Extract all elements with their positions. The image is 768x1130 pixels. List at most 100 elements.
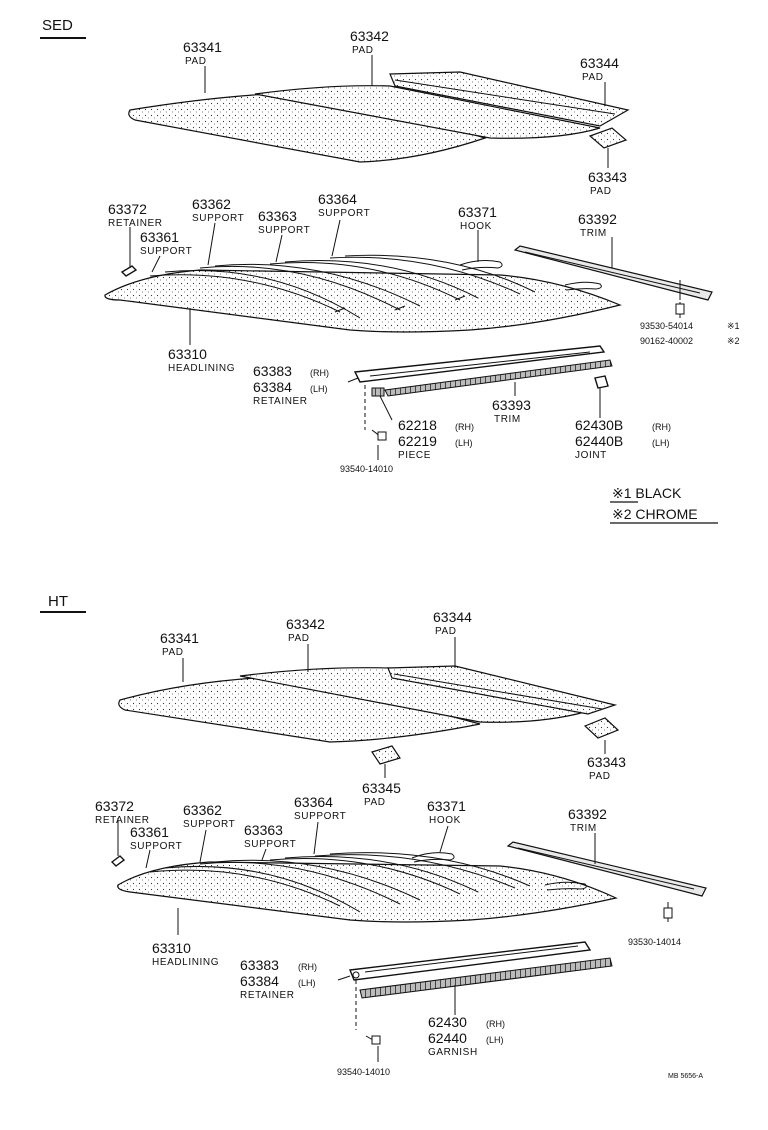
label-63372-name: RETAINER bbox=[108, 218, 163, 229]
pad-63343-drawing bbox=[588, 127, 628, 149]
label-63364: 63364 bbox=[318, 191, 357, 207]
label-62440B-side: (LH) bbox=[652, 438, 670, 448]
garnish-62430-ht-drawing bbox=[359, 957, 613, 999]
label-63342-name: PAD bbox=[352, 45, 374, 56]
label-63384-ht: 63384 bbox=[240, 973, 279, 989]
label-63372: 63372 bbox=[108, 201, 147, 217]
label-63341: 63341 bbox=[183, 39, 222, 55]
pad-63344-ht-drawing bbox=[387, 665, 618, 715]
label-63363-ht: 63363 bbox=[244, 822, 283, 838]
section-ht: HT 63341 PAD 63342 PAD 63344 PAD 63343 P… bbox=[40, 593, 707, 1077]
label-63310: 63310 bbox=[168, 346, 207, 362]
label-62219-side: (LH) bbox=[455, 438, 473, 448]
label-63392-name: TRIM bbox=[580, 228, 607, 239]
section-title-ht: HT bbox=[48, 593, 68, 610]
label-63384: 63384 bbox=[253, 379, 292, 395]
label-63392-ht: 63392 bbox=[568, 806, 607, 822]
bolt-93540-ht-drawing bbox=[365, 1035, 381, 1045]
trim-63393-drawing bbox=[384, 359, 613, 397]
headlining-63310-ht-drawing bbox=[117, 852, 618, 923]
label-63393-name: TRIM bbox=[494, 414, 521, 425]
screw-93530-ht-drawing bbox=[663, 902, 673, 922]
footer-code: MB 5656-A bbox=[668, 1073, 703, 1080]
label-62440-ht-side: (LH) bbox=[486, 1035, 504, 1045]
label-90162-40002: 90162-40002 bbox=[640, 336, 693, 346]
label-62430-ht-side: (RH) bbox=[486, 1019, 505, 1029]
label-93530-54014-mark: ※1 bbox=[727, 321, 740, 331]
label-63310-ht-name: HEADLINING bbox=[152, 957, 219, 968]
label-62440-ht-name: GARNISH bbox=[428, 1047, 478, 1058]
label-63362-name: SUPPORT bbox=[192, 213, 244, 224]
label-63361-ht-name: SUPPORT bbox=[130, 841, 182, 852]
label-63363-ht-name: SUPPORT bbox=[244, 839, 296, 850]
label-63372-ht: 63372 bbox=[95, 798, 134, 814]
label-62219: 62219 bbox=[398, 433, 437, 449]
label-63344-ht-name: PAD bbox=[435, 626, 457, 637]
label-63383-ht-side: (RH) bbox=[298, 962, 317, 972]
label-63384-ht-name: RETAINER bbox=[240, 990, 295, 1001]
label-62440B-name: JOINT bbox=[575, 450, 607, 461]
label-63345-ht-name: PAD bbox=[364, 797, 386, 808]
joint-62430B-drawing bbox=[594, 375, 609, 389]
label-63362-ht: 63362 bbox=[183, 802, 222, 818]
label-63371-name: HOOK bbox=[460, 221, 492, 232]
label-63362: 63362 bbox=[192, 196, 231, 212]
label-63310-name: HEADLINING bbox=[168, 363, 235, 374]
label-63344: 63344 bbox=[580, 55, 619, 71]
screw-93530-drawing bbox=[675, 302, 685, 318]
label-63343-ht-name: PAD bbox=[589, 771, 611, 782]
label-63364-ht-name: SUPPORT bbox=[294, 811, 346, 822]
pad-63342-drawing bbox=[254, 85, 601, 139]
label-63364-ht: 63364 bbox=[294, 794, 333, 810]
label-63344-ht: 63344 bbox=[433, 609, 472, 625]
label-93540-14010: 93540-14010 bbox=[340, 464, 393, 474]
label-62440-ht: 62440 bbox=[428, 1030, 467, 1046]
label-62430B: 62430B bbox=[575, 417, 623, 433]
label-63342: 63342 bbox=[350, 28, 389, 44]
label-63363: 63363 bbox=[258, 208, 297, 224]
label-63341-ht: 63341 bbox=[160, 630, 199, 646]
note-black: ※1 BLACK bbox=[612, 485, 682, 501]
label-63345-ht: 63345 bbox=[362, 780, 401, 796]
pad-63341-drawing bbox=[128, 91, 487, 163]
pad-63343-ht-drawing bbox=[583, 717, 620, 739]
label-63344-name: PAD bbox=[582, 72, 604, 83]
label-63371: 63371 bbox=[458, 204, 497, 220]
label-63371-ht-name: HOOK bbox=[429, 815, 461, 826]
label-63343-name: PAD bbox=[590, 186, 612, 197]
label-63341-ht-name: PAD bbox=[162, 647, 184, 658]
section-sed: SED 63341 PAD 63342 PAD 63344 PAD 63343 … bbox=[40, 17, 740, 524]
bolt-93540-drawing bbox=[371, 429, 387, 441]
label-63343: 63343 bbox=[588, 169, 627, 185]
label-63361-ht: 63361 bbox=[130, 824, 169, 840]
label-93540-14010-ht: 93540-14010 bbox=[337, 1067, 390, 1077]
label-63343-ht: 63343 bbox=[587, 754, 626, 770]
label-63393: 63393 bbox=[492, 397, 531, 413]
label-62430-ht: 62430 bbox=[428, 1014, 467, 1030]
retainer-63383-ht-drawing bbox=[349, 941, 592, 981]
label-63384-name: RETAINER bbox=[253, 396, 308, 407]
label-62219-name: PIECE bbox=[398, 450, 431, 461]
pad-63344-drawing bbox=[389, 71, 630, 127]
label-63383: 63383 bbox=[253, 363, 292, 379]
label-62218-side: (RH) bbox=[455, 422, 474, 432]
headlining-63310-drawing bbox=[104, 254, 622, 333]
retainer-63383-drawing bbox=[353, 345, 606, 383]
label-62430B-side: (RH) bbox=[652, 422, 671, 432]
label-63371-ht: 63371 bbox=[427, 798, 466, 814]
hook-63371-shape bbox=[459, 260, 503, 271]
label-62218: 62218 bbox=[398, 417, 437, 433]
pad-63341-ht-drawing bbox=[118, 675, 481, 743]
piece-62218-drawing bbox=[371, 387, 385, 397]
label-63392-ht-name: TRIM bbox=[570, 823, 597, 834]
label-63363-name: SUPPORT bbox=[258, 225, 310, 236]
label-63361: 63361 bbox=[140, 229, 179, 245]
label-63342-ht: 63342 bbox=[286, 616, 325, 632]
label-63341-name: PAD bbox=[185, 56, 207, 67]
hook-63371-ht-shape bbox=[411, 852, 455, 863]
label-90162-40002-mark: ※2 bbox=[727, 336, 740, 346]
note-chrome: ※2 CHROME bbox=[612, 506, 698, 522]
label-63364-name: SUPPORT bbox=[318, 208, 370, 219]
label-93530-14014-ht: 93530-14014 bbox=[628, 937, 681, 947]
label-63383-side: (RH) bbox=[310, 368, 329, 378]
